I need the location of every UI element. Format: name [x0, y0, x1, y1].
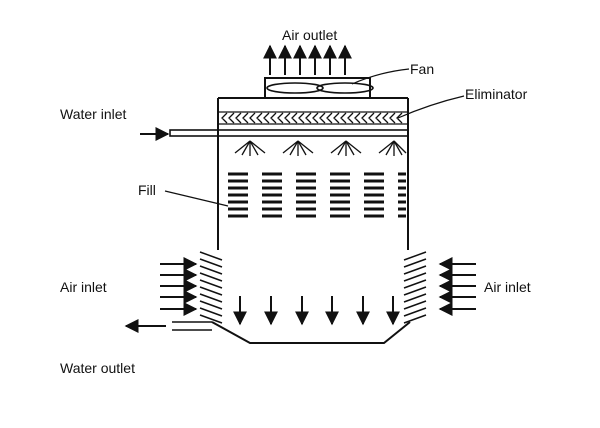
water-outlet-pipe: [172, 321, 212, 331]
label-water-outlet: Water outlet: [60, 360, 135, 376]
air-inlet-louvers-right: [403, 251, 427, 324]
louver-slat: [403, 258, 427, 268]
louver-slat: [403, 265, 427, 275]
louver-slat: [199, 258, 223, 268]
fan-icon: [266, 82, 374, 94]
label-air-outlet: Air outlet: [282, 27, 337, 43]
fill-media: [228, 172, 406, 218]
eliminator-chevrons: [218, 111, 408, 125]
louver-slat: [199, 265, 223, 275]
air-inlet-arrows-left: [160, 257, 198, 316]
air-inlet-louvers-left: [199, 251, 223, 324]
louver-slat: [403, 314, 427, 324]
louver-slat: [199, 293, 223, 303]
louver-slat: [403, 251, 427, 261]
label-eliminator: Eliminator: [465, 86, 528, 102]
louver-slat: [199, 272, 223, 282]
louver-slat: [403, 300, 427, 310]
label-fan: Fan: [410, 61, 434, 77]
falling-water-arrows: [233, 296, 400, 326]
water-distribution-pipe: [169, 129, 409, 137]
louver-slat: [199, 300, 223, 310]
louver-slat: [199, 279, 223, 289]
louver-slat: [403, 286, 427, 296]
louver-slat: [199, 307, 223, 317]
louver-slat: [199, 314, 223, 324]
spray-nozzles: [234, 140, 407, 156]
air-inlet-arrows-right: [438, 257, 476, 316]
louver-slat: [403, 307, 427, 317]
tower-outline: [211, 77, 411, 344]
label-fill: Fill: [138, 182, 156, 198]
louver-slat: [403, 293, 427, 303]
louver-slat: [403, 272, 427, 282]
label-air-inlet-left: Air inlet: [60, 279, 107, 295]
louver-slat: [199, 251, 223, 261]
louver-slat: [199, 286, 223, 296]
label-air-inlet-right: Air inlet: [484, 279, 531, 295]
louver-slat: [403, 279, 427, 289]
label-water-inlet: Water inlet: [60, 106, 127, 122]
air-outlet-arrows: [263, 44, 352, 75]
leader-lines: [164, 68, 465, 207]
